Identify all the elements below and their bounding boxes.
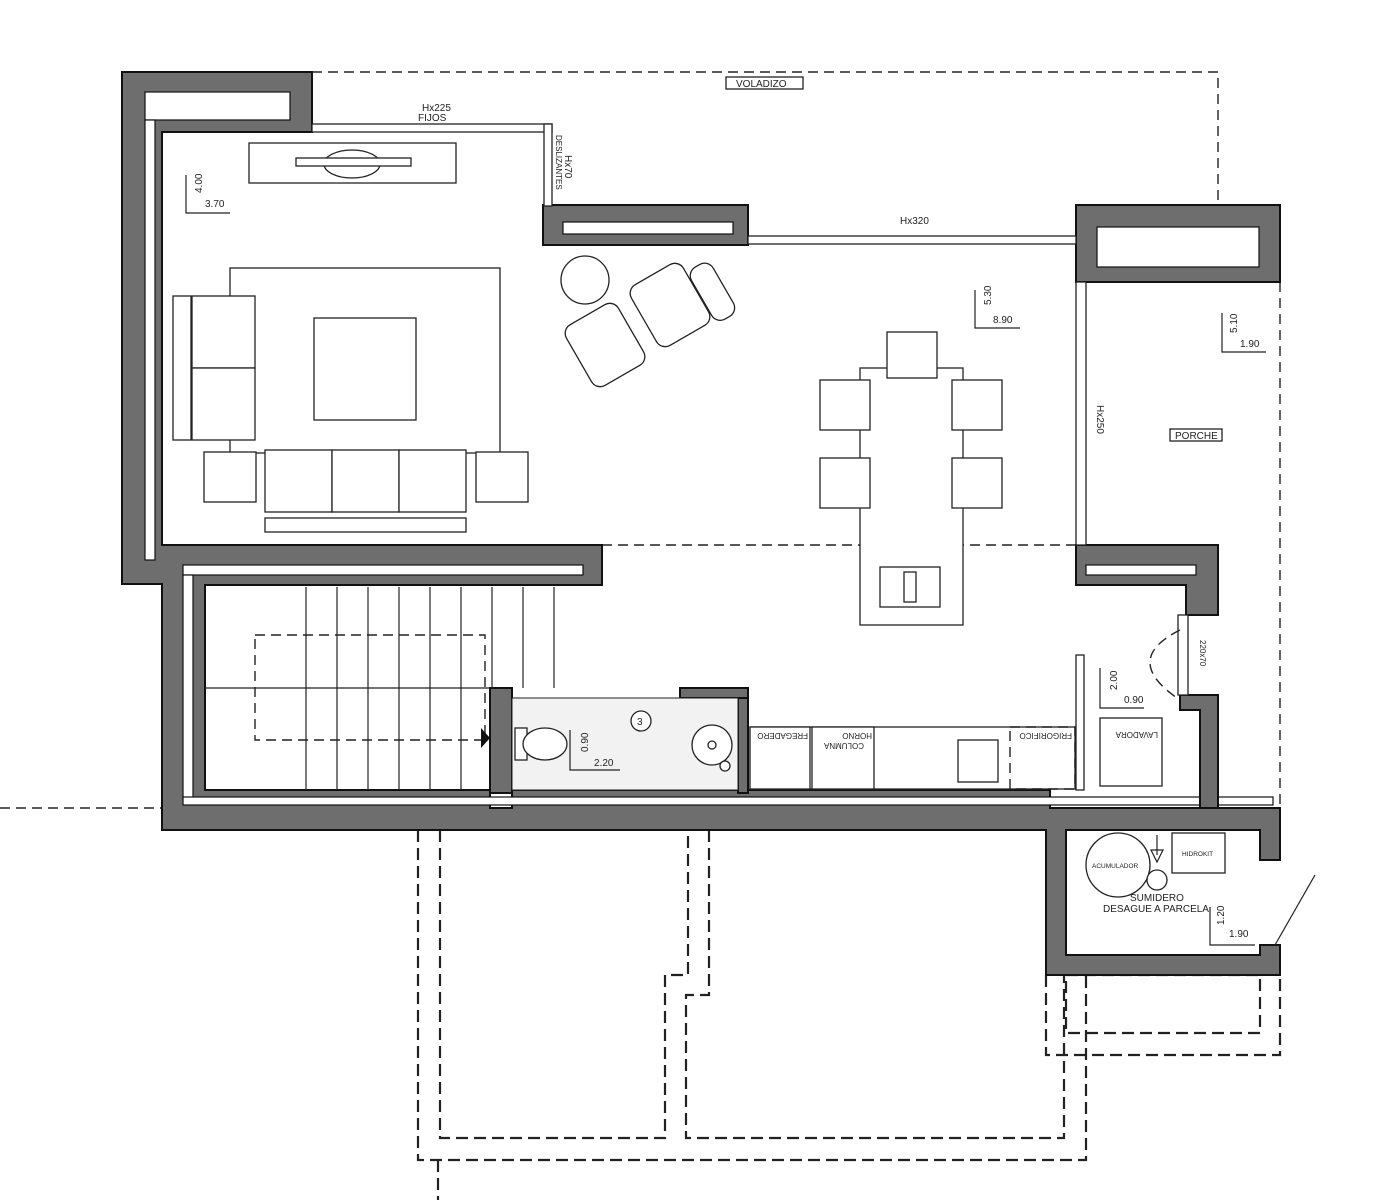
label-voladizo: VOLADIZO — [736, 79, 787, 90]
labels: VOLADIZO Hx225 FIJOS Hx70 DESLIZANTES 4.… — [194, 79, 1260, 940]
label-hx70: Hx70 — [562, 155, 573, 179]
bath-dim-a: 0.90 — [580, 732, 591, 752]
dining-set — [819, 331, 1003, 626]
bath-number: 3 — [637, 717, 643, 728]
hall-dim-b: 0.90 — [1124, 695, 1144, 706]
util-dim-a: 1.20 — [1216, 905, 1227, 925]
porch-dim-b: 1.90 — [1240, 339, 1260, 350]
label-acumulador: ACUMULADOR — [1092, 863, 1139, 870]
label-hx250: Hx250 — [1094, 405, 1105, 434]
label-porche: PORCHE — [1175, 431, 1218, 442]
label-horno: HORNO — [842, 731, 872, 740]
label-lavadora: LAVADORA — [1115, 730, 1158, 739]
hall-dim-a: 2.00 — [1109, 670, 1120, 690]
kitchen — [749, 717, 1163, 790]
main-dim-b: 8.90 — [993, 315, 1013, 326]
label-deslizantes: DESLIZANTES — [554, 135, 563, 190]
label-columna: COLUMNA — [823, 741, 864, 750]
label-fregadero: FREGADERO — [757, 731, 808, 740]
label-sumidero: SUMIDERO — [1130, 893, 1184, 904]
staircase — [205, 587, 555, 790]
dashed-outlines — [0, 71, 1282, 1200]
bath-dim-b: 2.20 — [594, 758, 614, 769]
main-dim-a: 5.30 — [983, 285, 994, 305]
living-dim-a: 4.00 — [194, 173, 205, 193]
label-hx320: Hx320 — [900, 216, 929, 227]
living-dim-b: 3.70 — [205, 199, 225, 210]
utility-room — [1085, 832, 1226, 898]
util-dim-b: 1.90 — [1229, 929, 1249, 940]
dimension-markers — [185, 76, 1266, 946]
label-frigorifico: FRIGORIFICO — [1020, 731, 1072, 740]
label-desague: DESAGUE A PARCELA — [1103, 904, 1209, 915]
living-furniture — [172, 142, 736, 533]
label-fijos: FIJOS — [418, 113, 447, 124]
label-hidrokit: HIDROKIT — [1182, 851, 1213, 858]
bathroom — [511, 697, 739, 791]
windows — [311, 123, 1316, 946]
porch-dim-a: 5.10 — [1229, 313, 1240, 333]
label-door-220x70: 220x70 — [1198, 640, 1207, 667]
walls — [121, 71, 1281, 976]
label-hx225: Hx225 — [422, 103, 451, 114]
stair-arrow-icon — [481, 728, 490, 748]
